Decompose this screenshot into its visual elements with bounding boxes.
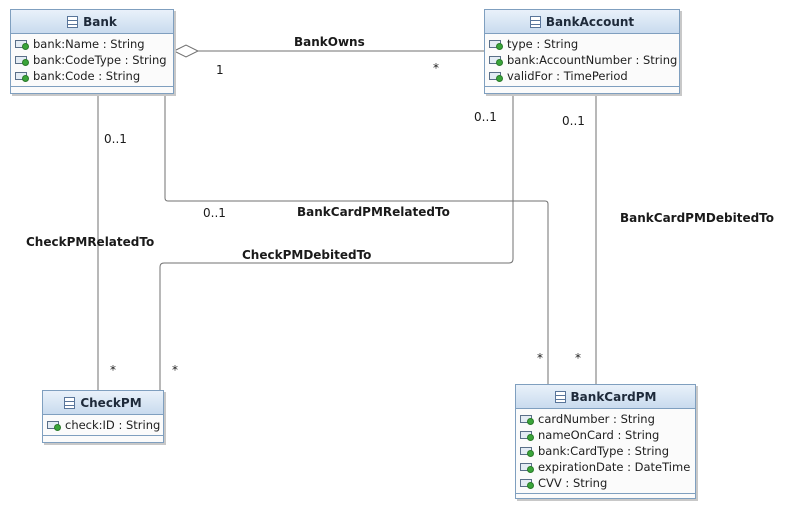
attribute-text: expirationDate : DateTime (538, 460, 691, 474)
attribute-row[interactable]: bank:AccountNumber : String (489, 52, 679, 68)
class-name: CheckPM (80, 395, 142, 410)
attribute-row[interactable]: check:ID : String (47, 417, 163, 433)
attribute-compartment: cardNumber : String nameOnCard : String … (516, 409, 695, 494)
class-header: CheckPM (43, 391, 163, 415)
attribute-compartment: bank:Name : String bank:CodeType : Strin… (11, 34, 173, 87)
attribute-icon (520, 430, 534, 441)
attribute-icon (15, 39, 29, 50)
attribute-icon (15, 71, 29, 82)
attribute-icon (520, 446, 534, 457)
attribute-icon (489, 55, 503, 66)
attribute-text: bank:Code : String (33, 69, 141, 83)
attribute-row[interactable]: validFor : TimePeriod (489, 68, 679, 84)
association-name-check-pm-related-to: CheckPMRelatedTo (26, 235, 155, 249)
attribute-text: CVV : String (538, 476, 608, 490)
attribute-text: nameOnCard : String (538, 428, 660, 442)
class-name: BankAccount (545, 14, 635, 29)
class-icon (64, 396, 76, 409)
class-name: Bank (83, 14, 117, 29)
multiplicity-label: 0..1 (474, 110, 497, 124)
attribute-row[interactable]: cardNumber : String (520, 411, 695, 427)
multiplicity-label: * (575, 351, 581, 365)
attribute-compartment: check:ID : String (43, 415, 163, 436)
association-name-bank-card-pm-related-to: BankCardPMRelatedTo (297, 205, 450, 219)
attribute-row[interactable]: bank:CardType : String (520, 443, 695, 459)
attribute-row[interactable]: bank:CodeType : String (15, 52, 173, 68)
multiplicity-label: * (110, 363, 116, 377)
aggregation-diamond-icon (172, 44, 200, 58)
attribute-icon (520, 478, 534, 489)
class-header: Bank (11, 10, 173, 34)
association-name-bank-owns: BankOwns (294, 35, 365, 49)
check-pm-debited-to-line[interactable] (159, 94, 514, 390)
attribute-text: bank:CodeType : String (33, 53, 167, 67)
attribute-row[interactable]: expirationDate : DateTime (520, 459, 695, 475)
attribute-text: type : String (507, 37, 579, 51)
bank-card-pm-related-to-line[interactable] (164, 94, 549, 384)
attribute-row[interactable]: nameOnCard : String (520, 427, 695, 443)
attribute-row[interactable]: type : String (489, 36, 679, 52)
class-header: BankAccount (485, 10, 679, 34)
class-icon (67, 15, 79, 28)
attribute-text: cardNumber : String (538, 412, 655, 426)
class-bank[interactable]: Bank bank:Name : String bank:CodeType : … (10, 9, 174, 94)
attribute-row[interactable]: bank:Name : String (15, 36, 173, 52)
attribute-icon (489, 71, 503, 82)
class-header: BankCardPM (516, 385, 695, 409)
multiplicity-label: * (172, 363, 178, 377)
attribute-icon (15, 55, 29, 66)
attribute-icon (489, 39, 503, 50)
attribute-icon (520, 414, 534, 425)
attribute-text: bank:CardType : String (538, 444, 669, 458)
association-name-bank-card-pm-debited-to: BankCardPMDebitedTo (620, 211, 775, 225)
attribute-text: check:ID : String (65, 418, 161, 432)
attribute-row[interactable]: CVV : String (520, 475, 695, 491)
attribute-icon (47, 420, 61, 431)
attribute-icon (520, 462, 534, 473)
class-check-pm[interactable]: CheckPM check:ID : String (42, 390, 164, 443)
attribute-row[interactable]: bank:Code : String (15, 68, 173, 84)
attribute-compartment: type : String bank:AccountNumber : Strin… (485, 34, 679, 87)
multiplicity-label: 0..1 (562, 114, 585, 128)
class-icon (554, 390, 566, 403)
class-bank-account[interactable]: BankAccount type : String bank:AccountNu… (484, 9, 680, 94)
multiplicity-label: 1 (216, 63, 224, 77)
operation-compartment (43, 436, 163, 445)
attribute-text: validFor : TimePeriod (507, 69, 628, 83)
multiplicity-label: * (433, 61, 439, 75)
attribute-text: bank:Name : String (33, 37, 145, 51)
operation-compartment (11, 87, 173, 96)
multiplicity-label: 0..1 (104, 132, 127, 146)
class-name: BankCardPM (570, 389, 657, 404)
operation-compartment (485, 87, 679, 96)
association-name-check-pm-debited-to: CheckPMDebitedTo (242, 248, 372, 262)
attribute-text: bank:AccountNumber : String (507, 53, 678, 67)
class-icon (529, 15, 541, 28)
multiplicity-label: 0..1 (203, 206, 226, 220)
class-bank-card-pm[interactable]: BankCardPM cardNumber : String nameOnCar… (515, 384, 696, 499)
operation-compartment (516, 494, 695, 503)
multiplicity-label: * (537, 351, 543, 365)
